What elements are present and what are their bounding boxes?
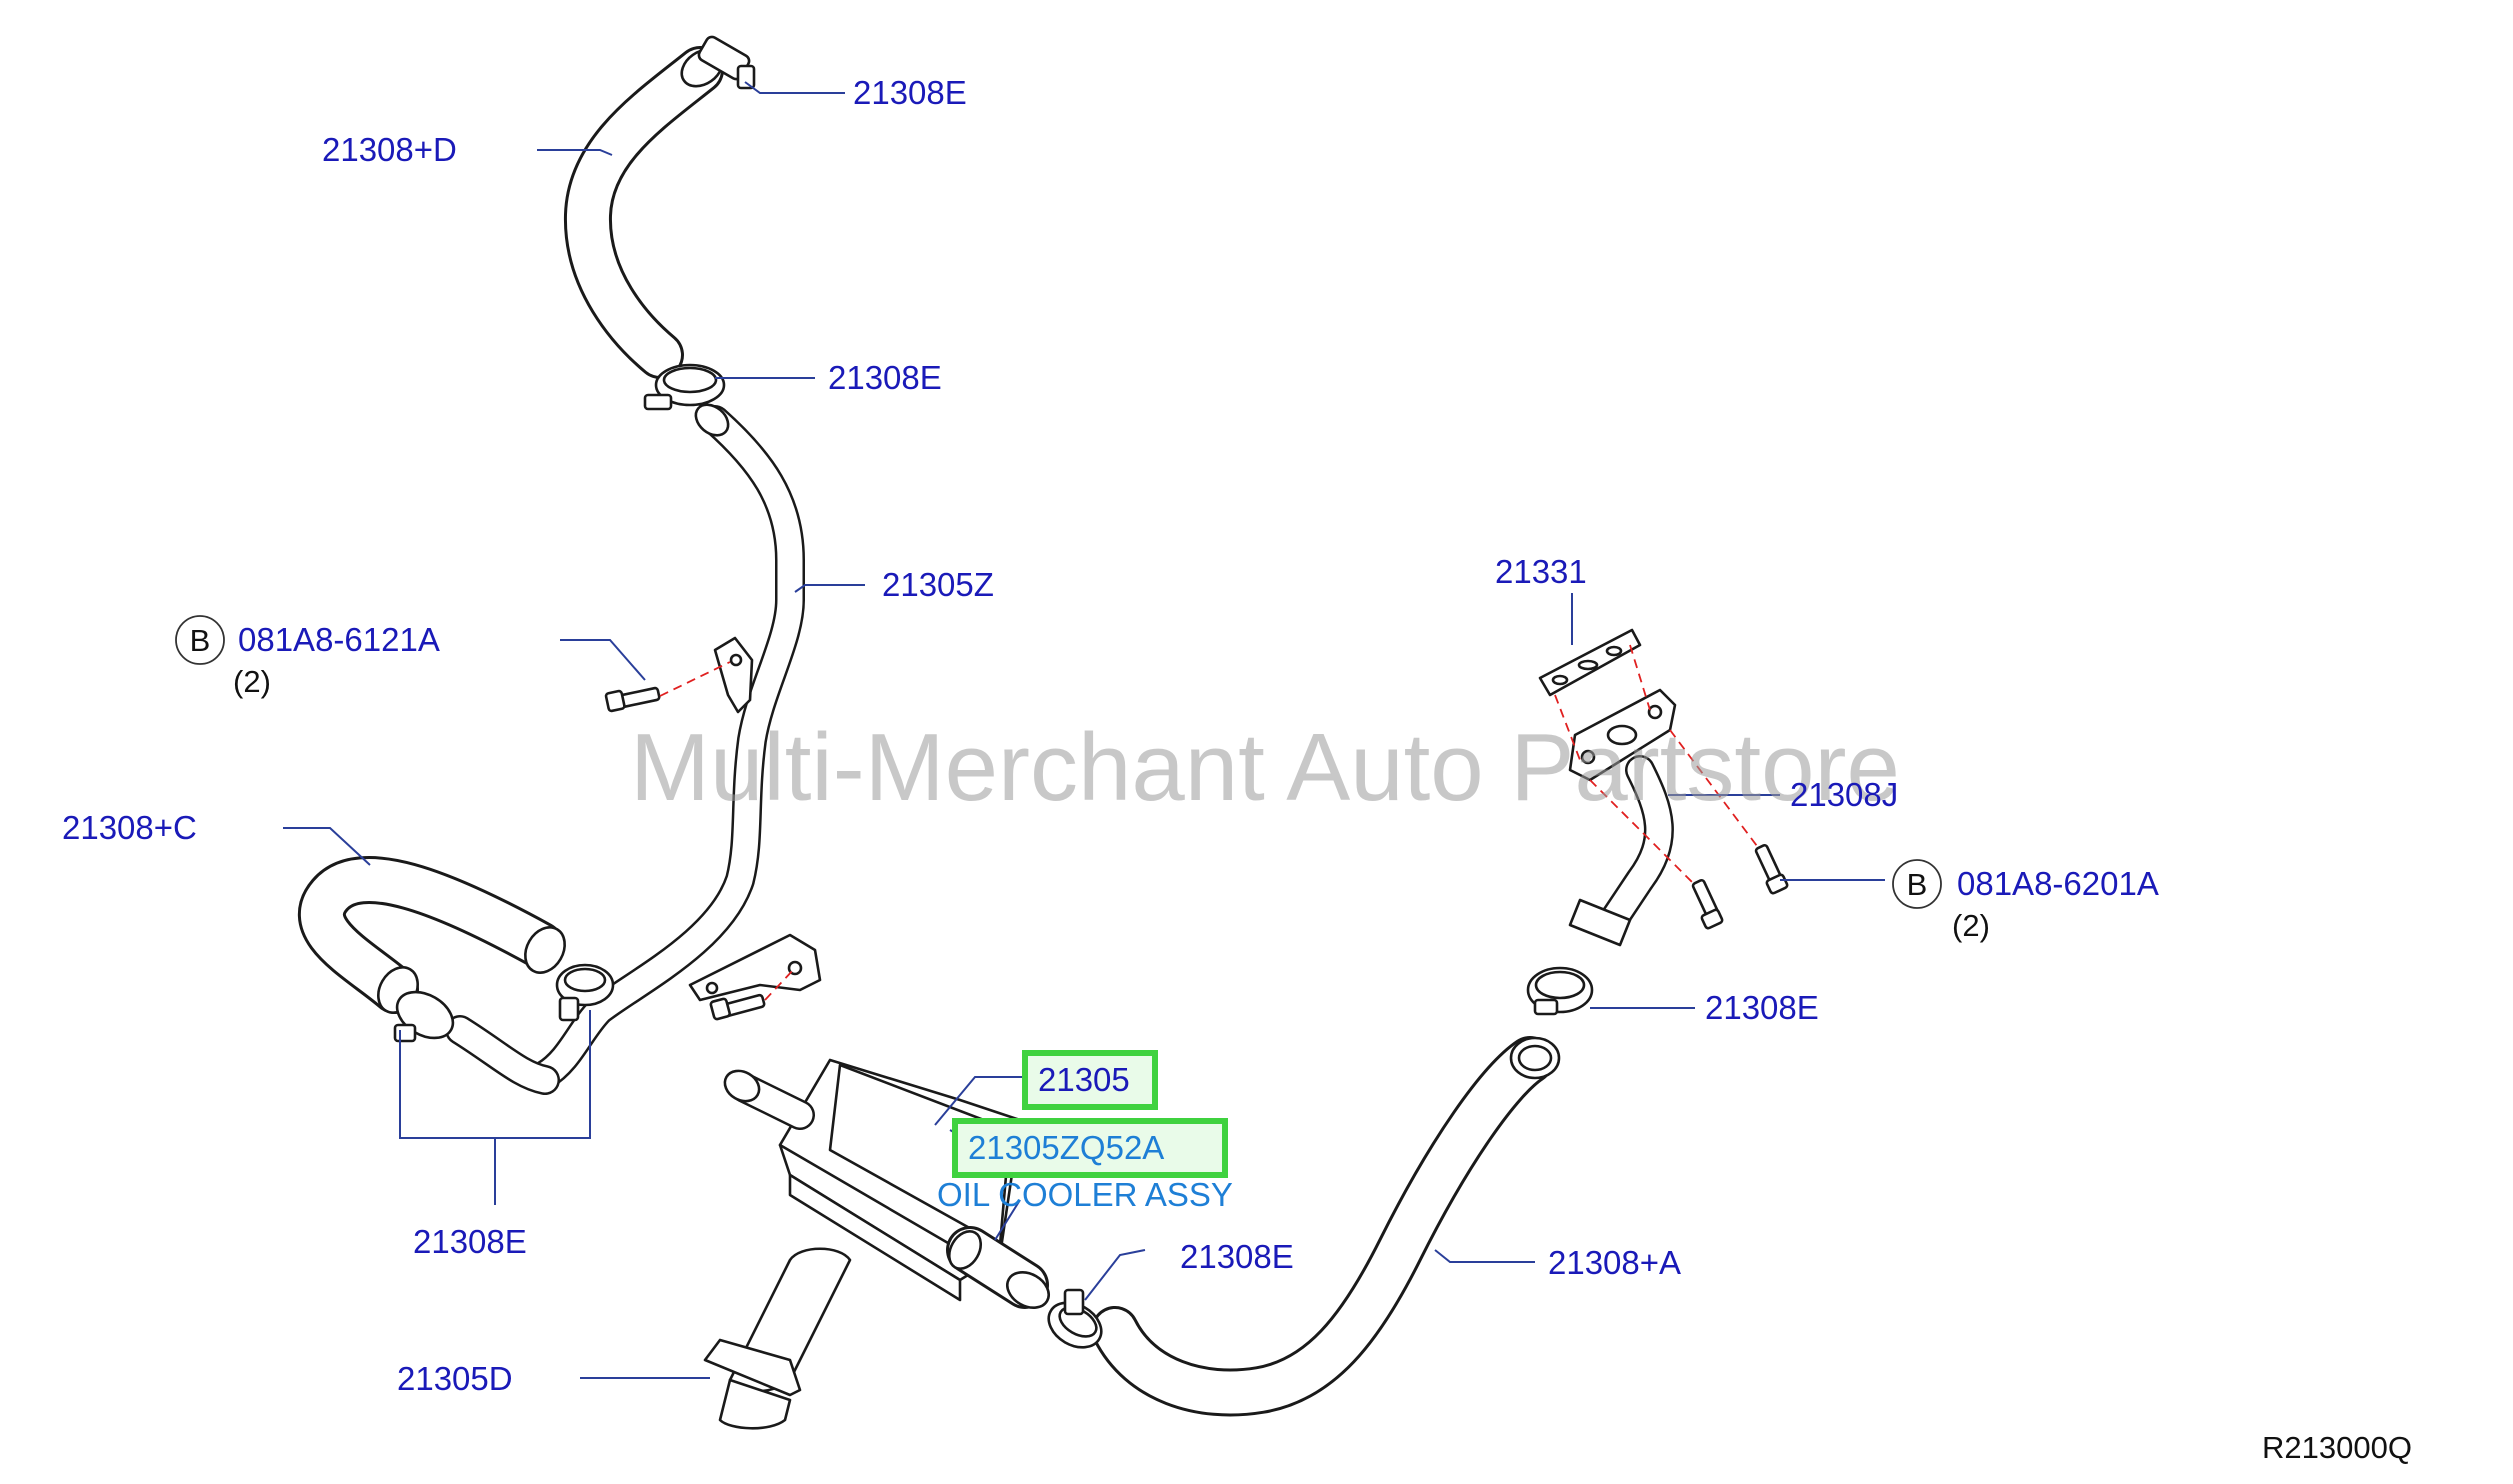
bolt-right-marker: B [1907,867,1928,902]
hose-21308-a[interactable] [1091,1036,1561,1417]
bolt-left-callout[interactable]: B 081A8-6121A (2) [175,615,440,699]
label-hose-d[interactable]: 21308+D [322,131,457,168]
bolt-left-marker: B [190,623,211,658]
clamp-top[interactable] [697,35,756,90]
bolt-left-upper[interactable] [604,686,661,713]
highlight-cooler-part-full [952,1118,1228,1178]
oil-cooler-assembly[interactable] [719,1058,1055,1315]
label-pipe-z[interactable]: 21305Z [882,566,994,603]
clamp-upper[interactable] [643,363,726,411]
label-clamps-left[interactable]: 21308E [413,1223,527,1260]
label-hose-a[interactable]: 21308+A [1548,1244,1681,1281]
label-bolt-right-code[interactable]: 081A8-6201A [1957,865,2159,902]
label-cooler-name: OIL COOLER ASSY [937,1176,1233,1213]
label-bolt-left-qty: (2) [233,664,271,699]
label-hose-top-clamp[interactable]: 21308E [853,74,967,111]
highlight-cooler-part [1022,1050,1158,1110]
label-cooler-part-full[interactable]: 21305ZQ52A [968,1129,1164,1166]
connector-21305d[interactable] [703,1247,852,1430]
clamp-left-b[interactable] [555,963,615,1022]
diagram-code: R213000Q [2262,1430,2412,1465]
gasket-21331[interactable] [1538,628,1642,697]
bolt-left-lower[interactable] [709,993,766,1021]
bolt-right-a[interactable] [1691,879,1724,930]
label-bolt-right-qty: (2) [1952,908,1990,943]
bolt-right-b[interactable] [1754,844,1789,895]
label-cooler-part[interactable]: 21305 [1038,1061,1130,1098]
bracket-upper [713,636,754,714]
pipe-connector-left [445,1015,560,1095]
label-upper-clamp[interactable]: 21308E [828,359,942,396]
bolt-right-callout[interactable]: B 081A8-6201A (2) [1892,859,2159,943]
label-hose-c[interactable]: 21308+C [62,809,197,846]
label-bolt-left-code[interactable]: 081A8-6121A [238,621,440,658]
watermark: Multi-Merchant Auto Partstore [630,714,1900,821]
hose-21308-c[interactable] [298,856,573,1020]
label-gasket[interactable]: 21331 [1495,553,1587,590]
label-right-clamp[interactable]: 21308E [1705,989,1819,1026]
pipe-21308j[interactable] [1568,688,1677,947]
clamp-lower[interactable] [1041,1288,1109,1356]
bracket-lower [688,933,822,1002]
label-pipe-j[interactable]: 21308J [1790,776,1898,813]
label-connector-d[interactable]: 21305D [397,1360,513,1397]
clamp-right[interactable] [1526,966,1594,1016]
pipe-21305z[interactable] [530,398,805,1090]
label-lower-clamp[interactable]: 21308E [1180,1238,1294,1275]
leader-lines [283,81,1885,1379]
hose-21308-d[interactable] [563,42,729,379]
